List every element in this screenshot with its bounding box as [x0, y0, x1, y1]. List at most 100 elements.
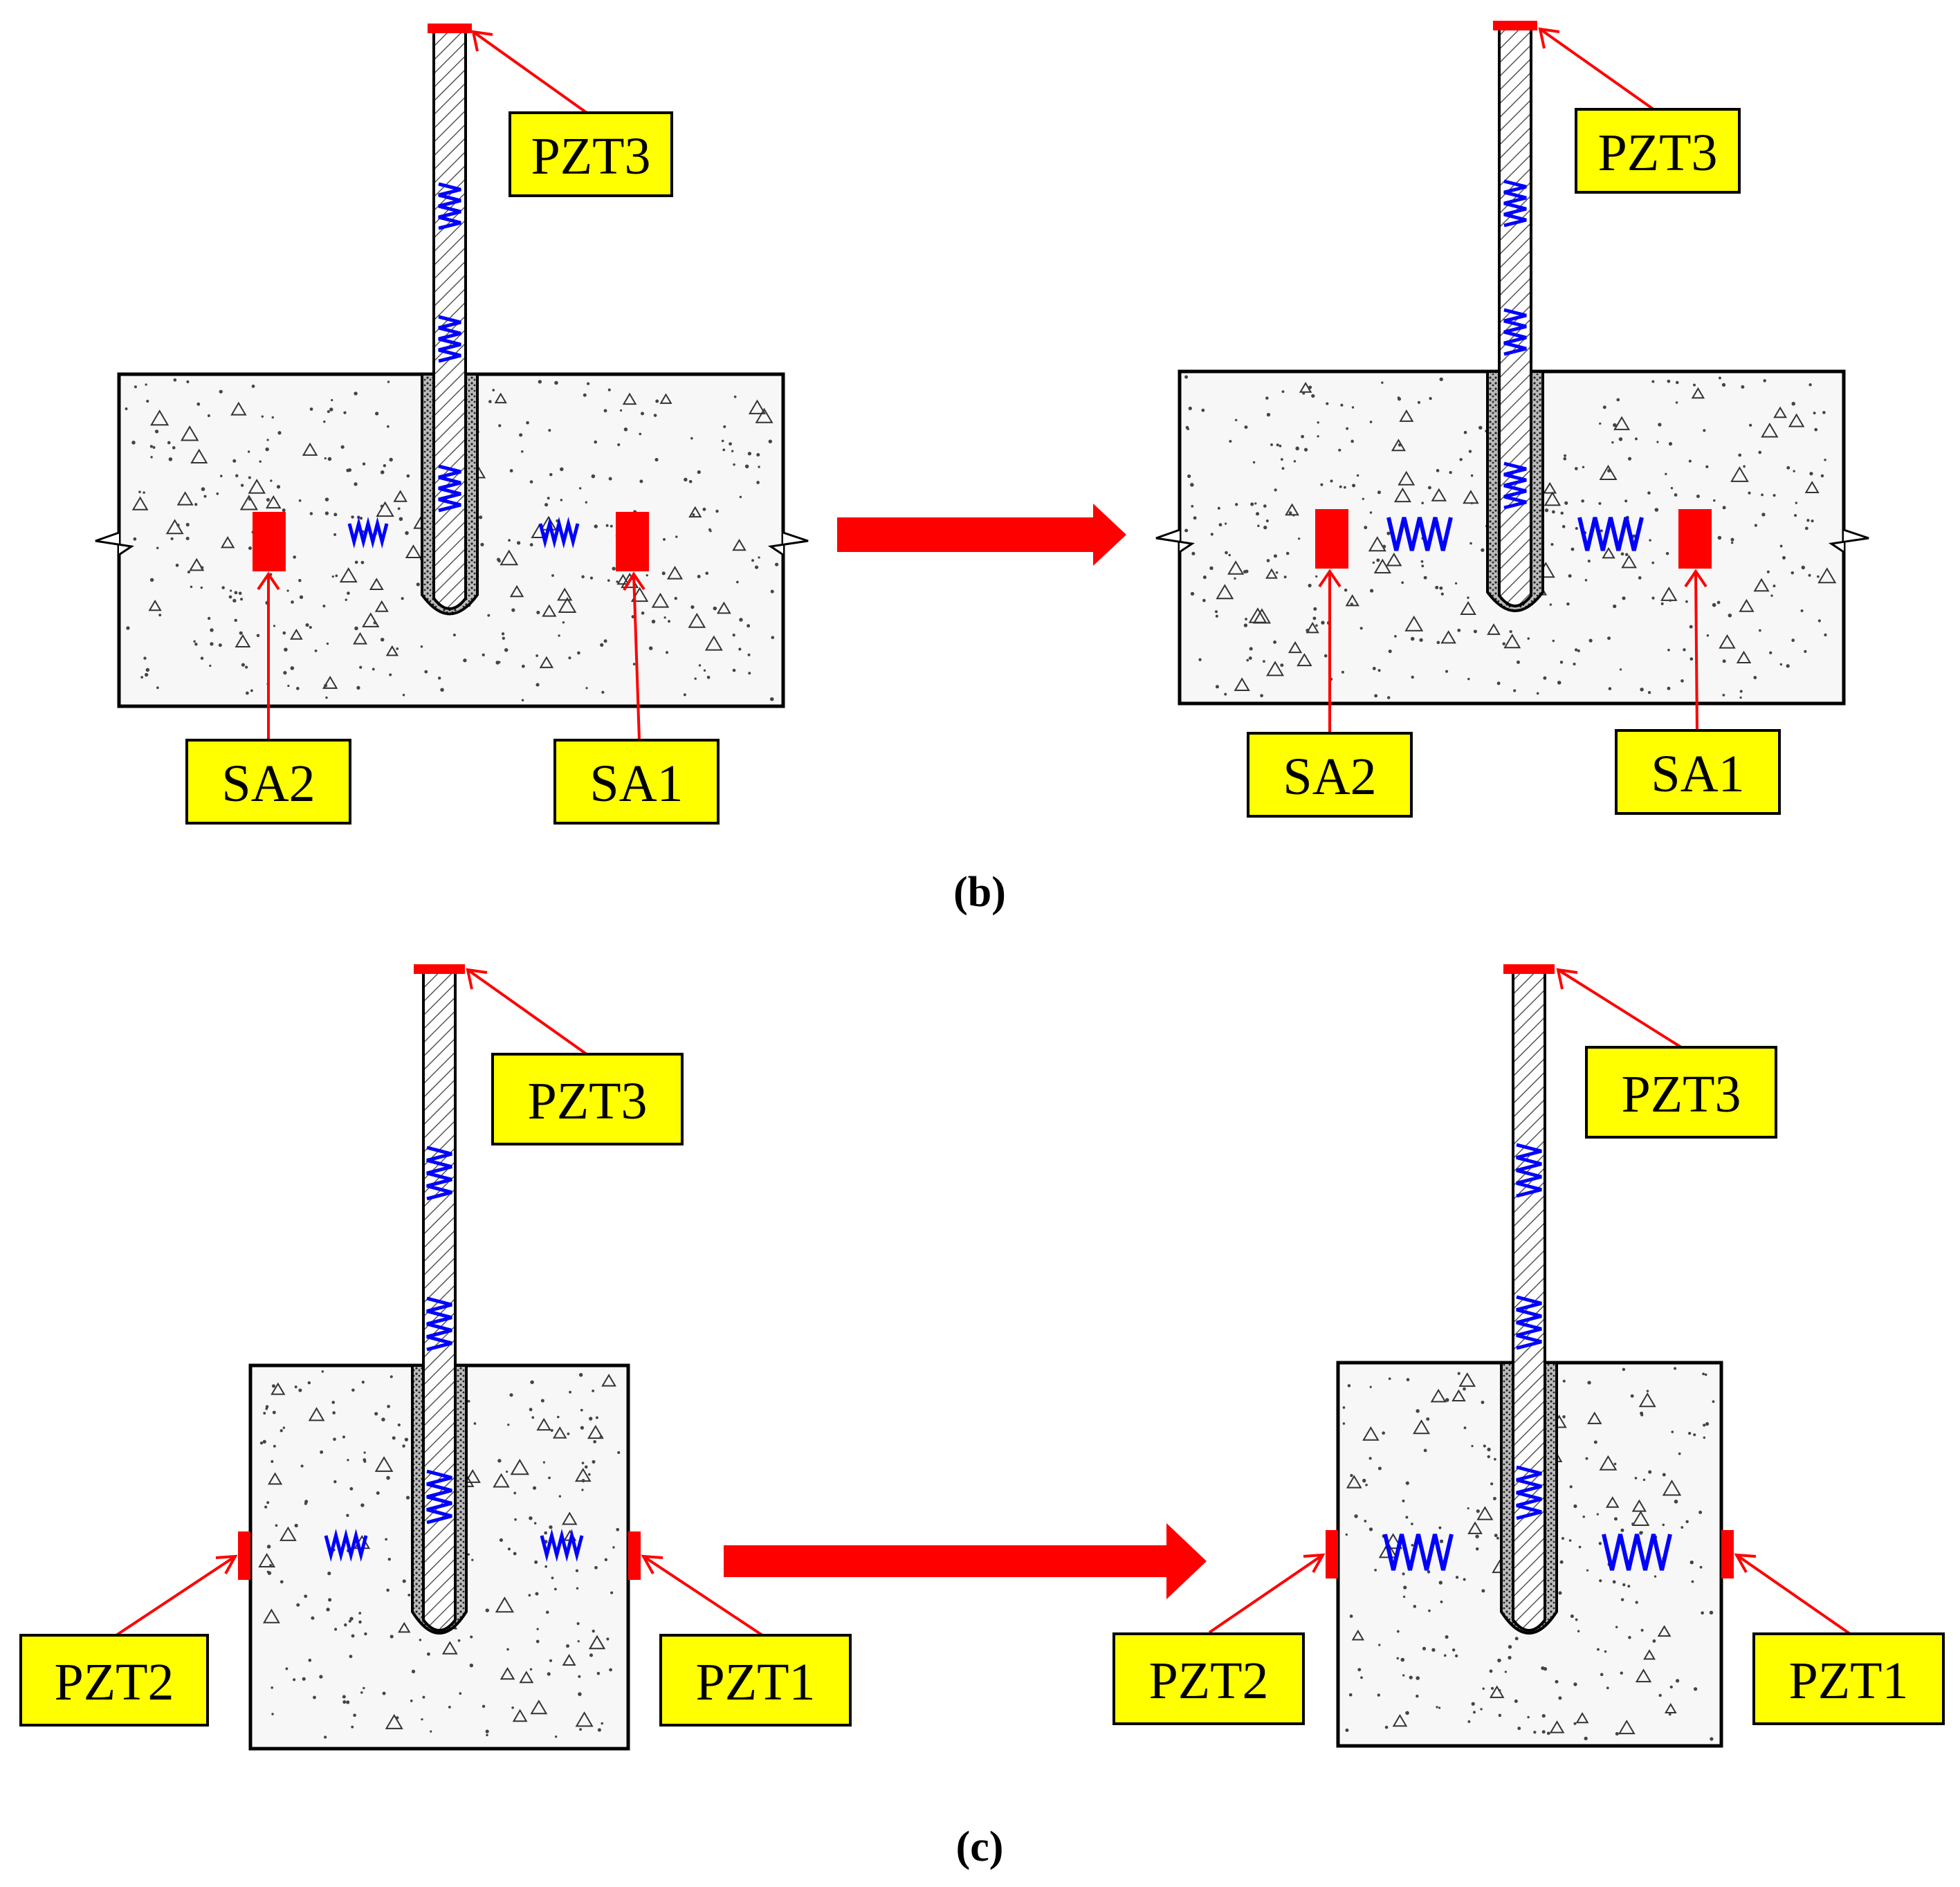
aggregate-dot	[238, 591, 242, 596]
aggregate-dot	[459, 1692, 462, 1695]
aggregate-triangle	[1739, 598, 1755, 612]
aggregate-dot	[271, 1713, 274, 1715]
aggregate-dot	[463, 659, 467, 663]
leader-line-pzt3	[1539, 28, 1655, 111]
aggregate-dot	[1266, 412, 1271, 417]
aggregate-dot	[296, 1603, 300, 1607]
aggregate-dot	[1651, 380, 1655, 383]
aggregate-dot	[705, 571, 709, 576]
aggregate-triangle	[1299, 382, 1312, 393]
aggregate-dot	[723, 425, 726, 428]
aggregate-dot	[1454, 582, 1458, 585]
aggregate-triangle	[1227, 560, 1245, 575]
aggregate-dot	[1588, 638, 1593, 643]
aggregate-dot	[1573, 1504, 1577, 1509]
aggregate-dot	[1817, 619, 1821, 623]
aggregate-triangle	[441, 1641, 458, 1655]
aggregate-dot	[424, 670, 428, 674]
aggregate-dot	[768, 439, 773, 443]
aggregate-dot	[1721, 383, 1726, 387]
aggregate-dot	[1471, 1444, 1474, 1448]
bolt-rod	[1498, 24, 1532, 607]
aggregate-triangle	[562, 1511, 578, 1525]
aggregate-dot	[1254, 502, 1257, 505]
caption-c: (c)	[956, 1823, 1004, 1870]
aggregate-dot	[1396, 1657, 1399, 1660]
aggregate-dot	[346, 1513, 349, 1517]
aggregate-dot	[514, 1518, 517, 1521]
aggregate-dot	[1604, 1650, 1607, 1653]
aggregate-dot	[1575, 1618, 1578, 1621]
aggregate-triangle	[1631, 1499, 1647, 1512]
aggregate-dot	[1804, 526, 1808, 531]
aggregate-dot	[480, 542, 484, 546]
aggregate-dot	[585, 687, 588, 690]
aggregate-dot	[1470, 474, 1474, 477]
aggregate-dot	[1665, 472, 1667, 475]
aggregate-dot	[1631, 1522, 1635, 1526]
aggregate-dot	[1368, 1457, 1372, 1460]
aggregate-dot	[280, 1429, 283, 1433]
spring-icon	[1602, 1534, 1672, 1571]
aggregate-dot	[492, 389, 495, 392]
aggregate-dot	[1224, 522, 1227, 525]
aggregate-dot	[1403, 1585, 1407, 1590]
aggregate-dot	[324, 1736, 327, 1739]
svg-text:SA1: SA1	[1651, 745, 1744, 803]
aggregate-dot	[575, 1569, 579, 1572]
aggregate-dot	[1640, 688, 1644, 692]
aggregate-dot	[511, 1706, 514, 1709]
aggregate-triangle	[509, 584, 524, 598]
aggregate-triangle	[1761, 423, 1779, 438]
aggregate-dot	[1377, 490, 1381, 495]
aggregate-dot	[342, 1700, 347, 1704]
spring-icon	[1383, 1534, 1454, 1571]
aggregate-dot	[1463, 430, 1467, 434]
aggregate-dot	[1467, 1720, 1471, 1723]
aggregate-dot	[600, 643, 604, 647]
aggregate-dot	[331, 575, 334, 578]
aggregate-dot	[321, 1370, 324, 1373]
aggregate-dot	[1218, 523, 1222, 527]
aggregate-dot	[126, 626, 130, 630]
svg-text:SA2: SA2	[221, 755, 315, 813]
aggregate-triangle	[1730, 466, 1749, 482]
aggregate-dot	[1791, 638, 1795, 643]
aggregate-dot	[562, 621, 565, 624]
aggregate-dot	[488, 400, 492, 403]
aggregate-dot	[325, 696, 328, 699]
aggregate-dot	[1494, 1534, 1498, 1538]
aggregate-dot	[568, 656, 571, 660]
aggregate-dot	[145, 668, 150, 672]
aggregate-dot	[1564, 501, 1568, 505]
aggregate-dot	[1559, 1560, 1564, 1564]
aggregate-dot	[1288, 511, 1292, 515]
aggregate-dot	[1622, 1583, 1626, 1587]
aggregate-dot	[486, 1733, 488, 1737]
aggregate-triangle	[148, 599, 162, 611]
aggregate-dot	[1615, 1731, 1619, 1736]
aggregate-dot	[1704, 1373, 1707, 1377]
aggregate-dot	[1713, 499, 1716, 502]
aggregate-dot	[616, 580, 619, 583]
aggregate-dot	[1513, 689, 1517, 692]
aggregate-dot	[246, 691, 249, 695]
aggregate-dot	[344, 1623, 347, 1627]
aggregate-dot	[516, 541, 521, 545]
aggregate-dot	[1369, 1386, 1372, 1388]
aggregate-triangle	[1631, 1511, 1650, 1527]
aggregate-dot	[1303, 448, 1308, 452]
aggregate-dot	[1761, 513, 1766, 517]
aggregate-triangle	[1393, 487, 1411, 503]
pzt2-label: PZT2	[1112, 1632, 1305, 1725]
aggregate-dot	[1722, 506, 1726, 510]
aggregate-dot	[485, 1608, 490, 1612]
aggregate-triangle	[512, 1709, 528, 1722]
aggregate-dot	[266, 1570, 270, 1574]
aggregate-dot	[1685, 600, 1688, 603]
aggregate-dot	[531, 1416, 535, 1419]
aggregate-dot	[146, 399, 149, 403]
aggregate-dot	[1635, 437, 1638, 441]
aggregate-dot	[219, 389, 223, 394]
aggregate-dot	[706, 675, 711, 679]
